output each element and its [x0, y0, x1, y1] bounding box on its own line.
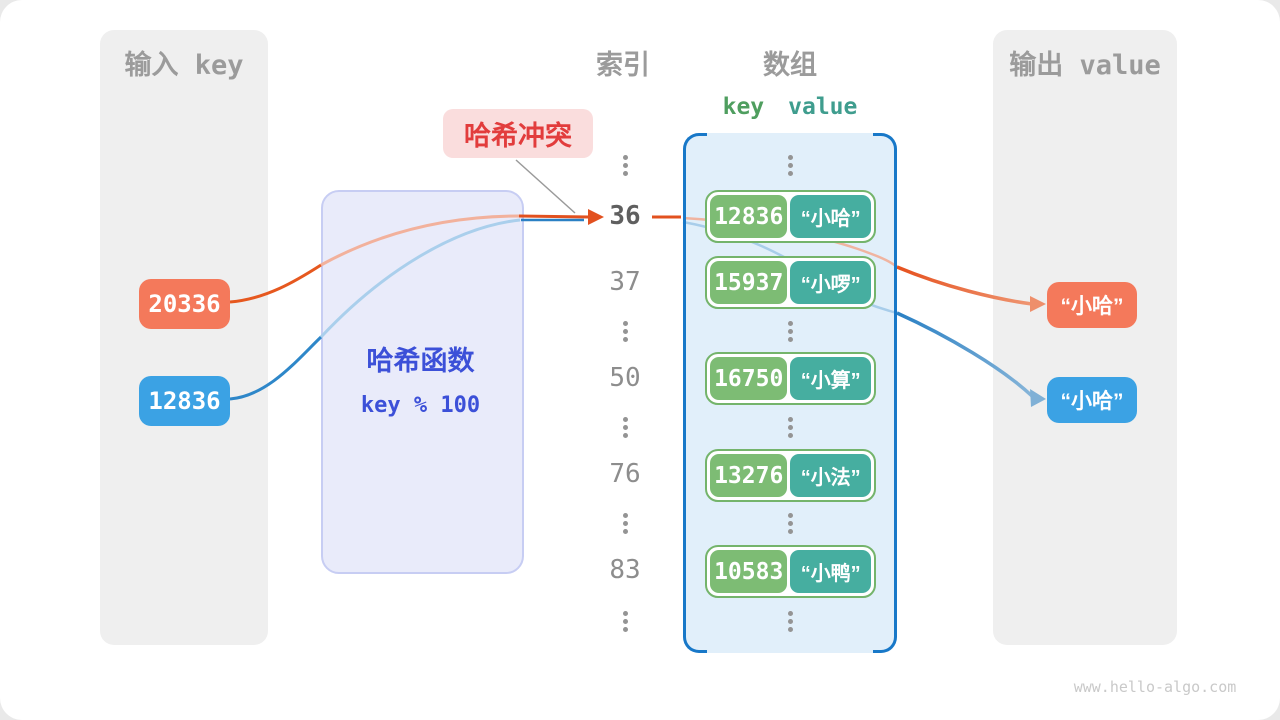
input-key-12836: 12836 [139, 376, 230, 426]
array-ellipsis [788, 521, 793, 526]
watermark: www.hello-algo.com [1073, 678, 1237, 696]
input-panel-title: 输入 key [124, 49, 244, 81]
input-key-20336: 20336 [139, 279, 230, 329]
collision-pointer-line [515, 159, 576, 214]
entry-key: 16750 [710, 357, 788, 400]
index-ellipsis [623, 329, 628, 334]
index-ellipsis [623, 619, 628, 624]
input-panel [100, 30, 268, 645]
hash-function-title: 哈希函数 [366, 345, 475, 376]
index-37: 37 [609, 267, 641, 297]
output-panel [993, 30, 1177, 645]
hash-function-box [321, 190, 524, 574]
array-ellipsis [788, 425, 793, 430]
array-entry-row: 16750 “小算” [705, 352, 876, 405]
array-bracket-right [873, 133, 897, 653]
entry-value: “小啰” [790, 261, 871, 304]
index-column-title: 索引 [596, 49, 650, 80]
key-header-label: key [722, 94, 765, 120]
index-36: 36 [609, 201, 641, 231]
array-kv-header: key value [683, 94, 897, 122]
entry-value: “小法” [790, 454, 871, 497]
array-entry-row: 15937 “小啰” [705, 256, 876, 309]
array-entry-row: 12836 “小哈” [705, 190, 876, 243]
index-ellipsis [623, 163, 628, 168]
entry-key: 13276 [710, 454, 788, 497]
array-ellipsis [788, 329, 793, 334]
array-entry-row: 13276 “小法” [705, 449, 876, 502]
output-panel-title: 输出 value [1009, 49, 1161, 81]
index-76: 76 [609, 459, 641, 489]
output-value-orange: “小哈” [1047, 282, 1137, 328]
array-entry-row: 10583 “小鸭” [705, 545, 876, 598]
entry-value: “小鸭” [790, 550, 871, 593]
value-header-label: value [788, 94, 858, 120]
array-ellipsis [788, 163, 793, 168]
entry-key: 15937 [710, 261, 788, 304]
entry-key: 10583 [710, 550, 788, 593]
array-column-title: 数组 [763, 49, 817, 80]
index-ellipsis [623, 425, 628, 430]
entry-key: 12836 [710, 195, 788, 238]
array-bracket-left [683, 133, 707, 653]
arrow-hash-to-index-orange [518, 214, 590, 219]
array-ellipsis [788, 619, 793, 624]
entry-value: “小算” [790, 357, 871, 400]
hash-function-formula: key % 100 [360, 392, 481, 418]
index-83: 83 [609, 555, 641, 585]
output-value-blue: “小哈” [1047, 377, 1137, 423]
index-50: 50 [609, 363, 641, 393]
entry-value: “小哈” [790, 195, 871, 238]
hash-collision-badge: 哈希冲突 [443, 109, 593, 158]
index-ellipsis [623, 521, 628, 526]
